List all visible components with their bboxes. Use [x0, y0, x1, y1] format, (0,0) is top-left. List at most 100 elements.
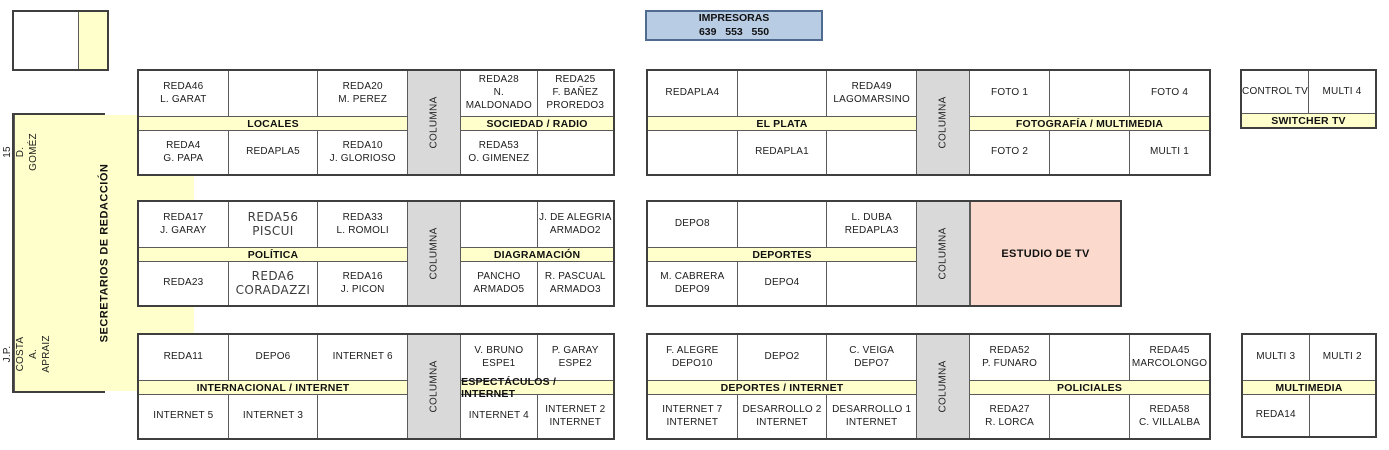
section-label-band: LOCALES [139, 116, 407, 131]
desk-cell [317, 395, 407, 438]
block-multimedia: MULTI 3 MULTI 2 MULTIMEDIA REDA14 [1241, 333, 1377, 438]
desk-cell: INTERNET 6 [317, 335, 407, 380]
desk-cell: REDA28 N. MALDONADO [465, 74, 532, 111]
columna-label: COLUMNA [428, 96, 440, 149]
section-politica: REDA17 J. GARAY REDA56 PISCUI REDA33 L. … [139, 202, 407, 305]
section-label-band: ESPECTÁCULOS / INTERNET [461, 376, 613, 400]
desk-cell: REDA20 M. PEREZ [317, 71, 407, 116]
printers-title: IMPRESORAS [698, 12, 770, 25]
block-elplata-fotografia: REDAPLA4 REDA49 LAGOMARSINO EL PLATA RED… [646, 69, 1211, 176]
desk-cell: REDAPLA1 [736, 131, 827, 174]
section-multimedia: MULTI 3 MULTI 2 MULTIMEDIA REDA14 [1243, 335, 1375, 436]
desk-cell: F. ALEGRE DEPO10 [666, 344, 719, 369]
section-label-band: MULTIMEDIA [1243, 380, 1375, 395]
desk-cell [648, 131, 737, 174]
desk-cell: DEPO4 [736, 262, 827, 305]
desk-cell: REDA11 [163, 351, 204, 363]
desk-cell [1049, 395, 1129, 438]
secretaries-label: SECRETARIOS DE REDACCIÓN [98, 163, 111, 343]
section-switcher-tv: CONTROL TV MULTI 4 SWITCHER TV [1242, 71, 1375, 127]
block-switcher-tv: CONTROL TV MULTI 4 SWITCHER TV [1240, 69, 1377, 129]
desk-cell: REDA56 PISCUI [227, 202, 318, 247]
desk-cell: FOTO 1 [991, 87, 1029, 99]
section-label-band: FOTOGRAFÍA / MULTIMEDIA [970, 116, 1209, 131]
desk-cell: FOTO 4 [1129, 71, 1209, 116]
section-label-band: EL PLATA [648, 116, 916, 131]
desk-label: REDAPLA 2 J.P. COSTA A. APRAIZ [0, 335, 53, 373]
desk-cell: REDA27 R. LORCA [985, 403, 1035, 428]
block-internacional-espectaculos: REDA11 DEPO6 INTERNET 6 INTERNACIONAL / … [137, 333, 615, 440]
desk-cell: REDA17 J. GARAY [160, 211, 207, 236]
secretaries-column: REDA 15 D. GOMÉZ REDAPLA 2 J.P. COSTA A.… [0, 113, 194, 393]
desk-cell: CONTROL TV [1242, 85, 1308, 97]
desk-cell: DEPO6 [227, 335, 318, 380]
desk-cell: MULTI 4 [1308, 71, 1375, 113]
desk-cell: REDA25 F. BAÑEZ PROREDO3 [536, 71, 613, 116]
columna-label: COLUMNA [428, 360, 440, 413]
top-left-room-box [12, 10, 109, 71]
tv-studio-area: ESTUDIO DE TV [970, 202, 1120, 305]
desk-cell: REDA45 MARCOLONGO [1129, 335, 1209, 380]
desk-cell: DESARROLLO 1 INTERNET [826, 395, 916, 438]
desk-cell: INTERNET 3 [227, 395, 318, 438]
section-locales: REDA46 L. GARAT REDA20 M. PEREZ LOCALES … [139, 71, 407, 174]
desk-cell: PANCHO ARMADO5 [473, 270, 525, 295]
desk-cell [826, 131, 916, 174]
section-label-band: DIAGRAMACIÓN [461, 247, 613, 262]
desk-cell: REDA33 L. ROMOLI [317, 202, 407, 247]
desk-cell: P. GARAY ESPE2 [536, 335, 613, 380]
columna-label: COLUMNA [937, 360, 949, 413]
desk-cell: REDA10 J. GLORIOSO [317, 131, 407, 174]
desk-cell: REDA53 O. GIMENEZ [468, 139, 530, 164]
printers-box: IMPRESORAS 639 553 550 [645, 10, 823, 41]
desk-cell [826, 262, 916, 305]
desk-cell: C. VEIGA DEPO7 [826, 335, 916, 380]
columna-pillar: COLUMNA [916, 335, 971, 438]
desk-cell: REDA14 [1255, 409, 1296, 421]
desk-cell: REDA49 LAGOMARSINO [826, 71, 916, 116]
section-label-band: POLICIALES [970, 380, 1209, 395]
desk-label: REDA 15 D. GOMÉZ [2, 133, 39, 171]
desk-cell: MULTI 1 [1129, 131, 1209, 174]
columna-label: COLUMNA [937, 96, 949, 149]
desk-cell: J. DE ALEGRIA ARMADO2 [536, 202, 613, 247]
desk-cell [227, 71, 318, 116]
desk-cell: REDA52 P. FUNARO [982, 344, 1038, 369]
section-label-band: DEPORTES [648, 247, 916, 262]
block-deportes-estudio: DEPO8 L. DUBA REDAPLA3 DEPORTES M. CABRE… [646, 200, 1122, 307]
desk-cell: INTERNET 2 INTERNET [536, 395, 613, 438]
desk-cell [536, 131, 613, 174]
desk-cell [1049, 131, 1129, 174]
columna-pillar: COLUMNA [916, 71, 971, 174]
desk-cell: REDAPLA5 [227, 131, 318, 174]
desk-cell: MULTI 3 [1256, 351, 1296, 363]
desk-cell [1049, 335, 1129, 380]
desk-cell: INTERNET 5 [153, 410, 214, 422]
desk-cell: DEPO8 [674, 218, 710, 230]
desk-cell: REDA23 [163, 277, 204, 289]
section-label-band: DEPORTES / INTERNET [648, 380, 916, 395]
desk-cell: REDA6 CORADAZZI [227, 262, 318, 305]
desk-cell: REDAPLA4 [665, 87, 720, 99]
section-diagramacion: J. DE ALEGRIA ARMADO2 DIAGRAMACIÓN PANCH… [461, 202, 613, 305]
section-label-band: SOCIEDAD / RADIO [461, 116, 613, 131]
section-deportes: DEPO8 L. DUBA REDAPLA3 DEPORTES M. CABRE… [648, 202, 916, 305]
columna-label: COLUMNA [937, 227, 949, 280]
desk-cell: INTERNET 7 INTERNET [662, 403, 723, 428]
block-deportesinternet-policiales: F. ALEGRE DEPO10 DEPO2 C. VEIGA DEPO7 DE… [646, 333, 1211, 440]
desk-cell: MULTI 2 [1308, 335, 1376, 380]
desk-cell: V. BRUNO ESPE1 [474, 344, 524, 369]
desk-cell: DESARROLLO 2 INTERNET [736, 395, 827, 438]
columna-pillar: COLUMNA [407, 71, 462, 174]
desk-cell [736, 202, 827, 247]
desk-cell: DEPO2 [736, 335, 827, 380]
desk-cell [1308, 395, 1376, 436]
top-left-room-yellow-strip [78, 12, 107, 69]
section-label-band: SWITCHER TV [1242, 113, 1375, 127]
desk-cell: FOTO 2 [991, 146, 1029, 158]
desk-cell [461, 202, 536, 247]
section-el-plata: REDAPLA4 REDA49 LAGOMARSINO EL PLATA RED… [648, 71, 916, 174]
section-internacional-internet: REDA11 DEPO6 INTERNET 6 INTERNACIONAL / … [139, 335, 407, 438]
desk-cell: REDA16 J. PICON [317, 262, 407, 305]
block-politica-diagramacion: REDA17 J. GARAY REDA56 PISCUI REDA33 L. … [137, 200, 615, 307]
